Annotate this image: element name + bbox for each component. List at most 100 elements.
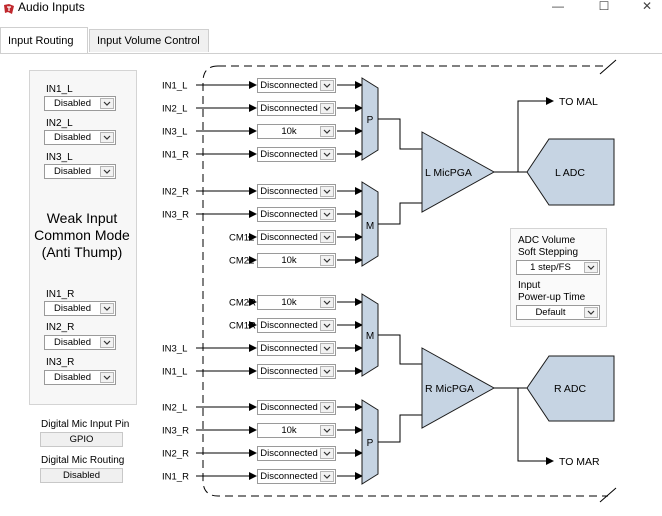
wire-p-to-rpga bbox=[378, 414, 422, 443]
mux-m-top: M bbox=[361, 181, 379, 267]
chevron-down-icon bbox=[100, 303, 114, 314]
routing-outline bbox=[202, 65, 608, 497]
close-button[interactable]: ✕ bbox=[641, 0, 653, 13]
route-row-label: CM1L bbox=[229, 233, 254, 244]
route-row-label: IN2_R bbox=[162, 449, 189, 460]
chevron-down-icon bbox=[100, 98, 114, 109]
adc-soft-stepping-select[interactable]: 1 step/FS bbox=[516, 260, 600, 275]
mux-p-bottom: P bbox=[361, 399, 379, 485]
chevron-down-icon bbox=[100, 132, 114, 143]
cm-in3-r-select[interactable]: Disabled bbox=[44, 370, 116, 385]
route-gain-select[interactable]: Disconnected bbox=[257, 101, 336, 116]
route-row-label: IN1_R bbox=[162, 150, 189, 161]
digital-mic-routing-label: Digital Mic Routing bbox=[41, 455, 125, 466]
route-row-label: IN3_L bbox=[162, 344, 187, 355]
route-gain-select[interactable]: Disconnected bbox=[257, 469, 336, 484]
cm-in1-l-label: IN1_L bbox=[46, 84, 73, 95]
adc-volume-label-line1: ADC Volume bbox=[518, 235, 576, 246]
weak-input-title-line3: (Anti Thump) bbox=[41, 244, 123, 260]
maximize-button[interactable]: ☐ bbox=[598, 0, 610, 13]
l-adc-block: L ADC bbox=[526, 138, 615, 206]
chevron-down-icon bbox=[320, 209, 334, 220]
route-gain-select[interactable]: Disconnected bbox=[257, 400, 336, 415]
tab-input-routing[interactable]: Input Routing bbox=[0, 27, 88, 54]
cm-in3-l-label: IN3_L bbox=[46, 152, 73, 163]
chevron-down-icon bbox=[320, 425, 334, 436]
route-gain-select[interactable]: Disconnected bbox=[257, 364, 336, 379]
route-row-label: IN1_R bbox=[162, 472, 189, 483]
route-row-label: IN3_L bbox=[162, 127, 187, 138]
chevron-down-icon bbox=[320, 126, 334, 137]
wire-m-to-lpga bbox=[378, 202, 422, 225]
cm-in2-r-label: IN2_R bbox=[46, 322, 75, 333]
chevron-down-icon bbox=[100, 166, 114, 177]
powerup-label-line2: Power-up Time bbox=[518, 292, 586, 303]
wire-m-to-rpga bbox=[378, 334, 422, 365]
route-gain-select[interactable]: 10k bbox=[257, 295, 336, 310]
chevron-down-icon bbox=[100, 337, 114, 348]
svg-text:R ADC: R ADC bbox=[554, 383, 587, 395]
weak-input-title-line2: Common Mode bbox=[34, 227, 130, 243]
route-gain-select[interactable]: Disconnected bbox=[257, 318, 336, 333]
svg-text:M: M bbox=[366, 331, 374, 342]
route-row-label: CM2L bbox=[229, 256, 254, 267]
chevron-down-icon bbox=[320, 232, 334, 243]
powerup-label-line1: Input bbox=[518, 280, 541, 291]
chevron-down-icon bbox=[320, 448, 334, 459]
wire-to-mar bbox=[517, 388, 554, 465]
window-title: Audio Inputs bbox=[18, 0, 85, 14]
route-gain-select[interactable]: Disconnected bbox=[257, 446, 336, 461]
route-row-label: IN2_L bbox=[162, 403, 187, 414]
wire-to-mal bbox=[517, 97, 554, 172]
title-bar: Audio Inputs — ☐ ✕ bbox=[0, 0, 662, 22]
route-gain-select[interactable]: Disconnected bbox=[257, 184, 336, 199]
digital-mic-routing-select[interactable]: Disabled bbox=[40, 468, 123, 483]
r-micpga-block: R MicPGA bbox=[421, 347, 496, 429]
outline-corner-top bbox=[599, 59, 617, 75]
to-mal-label: TO MAL bbox=[559, 96, 598, 108]
r-adc-block: R ADC bbox=[526, 355, 615, 422]
weak-input-title: Weak Input Common Mode (Anti Thump) bbox=[29, 210, 135, 261]
digital-mic-input-pin-label: Digital Mic Input Pin bbox=[41, 419, 130, 430]
digital-mic-input-pin-select[interactable]: GPIO bbox=[40, 432, 123, 447]
weak-input-title-line1: Weak Input bbox=[46, 210, 118, 226]
mux-m-bottom: M bbox=[361, 293, 379, 377]
route-gain-select[interactable]: Disconnected bbox=[257, 147, 336, 162]
route-row-label: IN1_L bbox=[162, 367, 187, 378]
svg-text:P: P bbox=[367, 438, 374, 449]
cm-in2-r-select[interactable]: Disabled bbox=[44, 335, 116, 350]
route-gain-select[interactable]: Disconnected bbox=[257, 78, 336, 93]
to-mar-label: TO MAR bbox=[559, 456, 600, 468]
svg-text:L ADC: L ADC bbox=[555, 167, 585, 179]
chevron-down-icon bbox=[320, 366, 334, 377]
route-gain-select[interactable]: Disconnected bbox=[257, 341, 336, 356]
cm-in1-r-select[interactable]: Disabled bbox=[44, 301, 116, 316]
tab-input-volume-control[interactable]: Input Volume Control bbox=[89, 29, 209, 52]
route-gain-select[interactable]: 10k bbox=[257, 253, 336, 268]
chevron-down-icon bbox=[320, 297, 334, 308]
route-row-label: CM1R bbox=[229, 321, 256, 332]
route-row-label: IN3_R bbox=[162, 426, 189, 437]
chevron-down-icon bbox=[584, 307, 598, 318]
chevron-down-icon bbox=[584, 262, 598, 273]
route-gain-select[interactable]: Disconnected bbox=[257, 207, 336, 222]
cm-in1-r-label: IN1_R bbox=[46, 289, 75, 300]
route-row-label: IN2_L bbox=[162, 104, 187, 115]
chevron-down-icon bbox=[320, 343, 334, 354]
route-gain-select[interactable]: Disconnected bbox=[257, 230, 336, 245]
chevron-down-icon bbox=[320, 320, 334, 331]
chevron-down-icon bbox=[320, 80, 334, 91]
route-gain-select[interactable]: 10k bbox=[257, 423, 336, 438]
minimize-button[interactable]: — bbox=[552, 0, 564, 13]
cm-in2-l-select[interactable]: Disabled bbox=[44, 130, 116, 145]
cm-in3-r-label: IN3_R bbox=[46, 357, 75, 368]
chevron-down-icon bbox=[320, 103, 334, 114]
cm-in3-l-select[interactable]: Disabled bbox=[44, 164, 116, 179]
adc-volume-label-line2: Soft Stepping bbox=[518, 247, 579, 258]
cm-in2-l-label: IN2_L bbox=[46, 118, 73, 129]
cm-in1-l-select[interactable]: Disabled bbox=[44, 96, 116, 111]
chevron-down-icon bbox=[320, 255, 334, 266]
route-gain-select[interactable]: 10k bbox=[257, 124, 336, 139]
powerup-time-select[interactable]: Default bbox=[516, 305, 600, 320]
